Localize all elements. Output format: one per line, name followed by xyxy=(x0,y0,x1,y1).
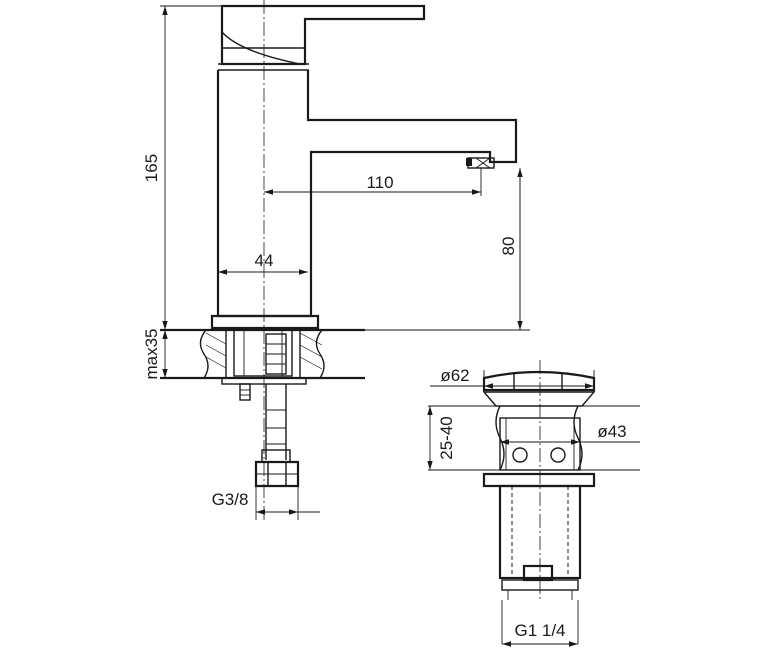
dim-reach-label: 110 xyxy=(366,173,393,192)
dim-spout-height-label: 80 xyxy=(499,237,518,256)
faucet-drawing: 165 110 80 44 max35 G3/8 xyxy=(142,0,530,520)
mounting-hardware xyxy=(221,329,307,401)
drain-cap xyxy=(482,370,596,407)
faucet-handle xyxy=(218,4,426,71)
dim-cap-diameter-label: ø62 xyxy=(440,366,469,385)
drain-drawing: ø62 25-40 ø43 G1 1/4 xyxy=(427,360,640,647)
dim-body-diameter-label: 44 xyxy=(255,251,274,270)
supply-hose xyxy=(254,384,300,488)
dim-height-label: 165 xyxy=(142,154,161,182)
dim-drain-thread-label: G1 1/4 xyxy=(514,621,565,640)
drain-body-lower xyxy=(482,472,596,600)
dim-deck-thickness-label: max35 xyxy=(142,328,161,379)
deck-section xyxy=(160,328,365,380)
dim-supply-thread-label: G3/8 xyxy=(212,490,249,509)
faucet-base-ring xyxy=(210,314,320,330)
faucet-body xyxy=(216,70,518,318)
dim-basin-thickness-label: 25-40 xyxy=(437,416,456,459)
dim-drain-diameter-label: ø43 xyxy=(597,422,626,441)
